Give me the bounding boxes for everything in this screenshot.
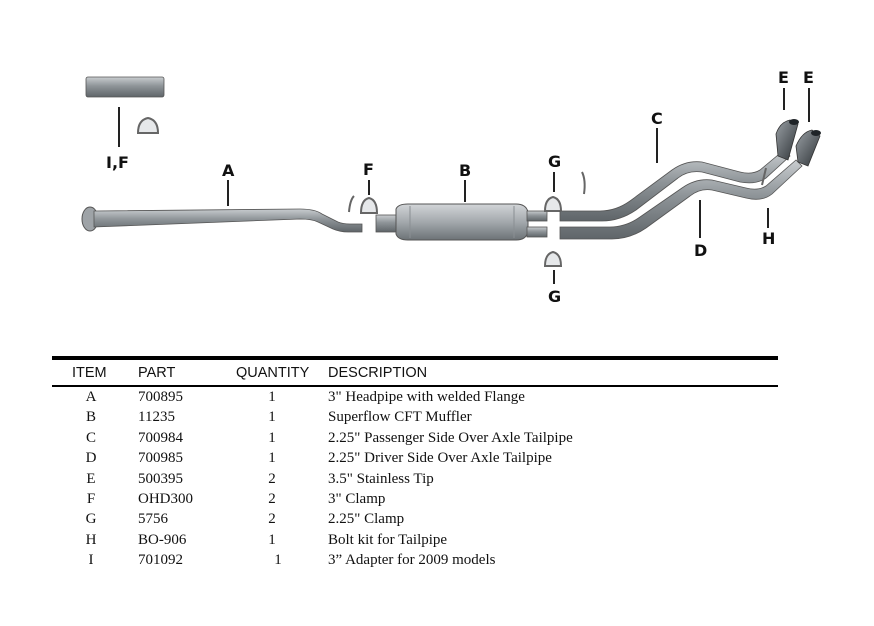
table-row: C 700984 1 2.25" Passenger Side Over Axl… — [52, 428, 778, 448]
table-row: F OHD300 2 3" Clamp — [52, 489, 778, 509]
header-part: PART — [138, 365, 176, 381]
cell-quantity: 2 — [268, 511, 276, 528]
cell-quantity: 1 — [274, 552, 282, 569]
table-row: I 701092 1 3” Adapter for 2009 models — [52, 550, 778, 570]
cell-quantity: 1 — [268, 531, 276, 548]
tailpipe-part-d — [559, 159, 803, 240]
cell-description: 3" Headpipe with welded Flange — [328, 389, 525, 405]
label-h: H — [762, 229, 775, 248]
label-d: D — [694, 241, 707, 260]
cell-part: 700895 — [138, 389, 183, 405]
label-g-bottom: G — [548, 287, 561, 306]
parts-table: ITEM PART QUANTITY DESCRIPTION A 700895 … — [52, 356, 778, 571]
cell-quantity: 1 — [268, 389, 276, 405]
cell-part: BO-906 — [138, 531, 187, 548]
adapter-pipe-part-i — [85, 76, 165, 98]
cell-item: E — [86, 470, 96, 487]
cell-quantity: 1 — [268, 450, 276, 467]
label-e2: E — [803, 68, 814, 87]
cell-quantity: 1 — [268, 409, 276, 426]
cell-item: C — [85, 429, 96, 446]
cell-part: 11235 — [138, 409, 175, 426]
label-g-top: G — [548, 152, 561, 171]
headpipe-part-a — [81, 195, 363, 233]
header-item: ITEM — [72, 365, 107, 381]
cell-description: 3" Clamp — [328, 490, 386, 507]
label-c: C — [651, 109, 663, 128]
cell-item: F — [86, 490, 96, 507]
label-b: B — [459, 161, 471, 180]
stainless-tip-part-e-2 — [795, 129, 821, 167]
table-row: A 700895 1 3" Headpipe with welded Flang… — [52, 387, 778, 407]
table-row: D 700985 1 2.25" Driver Side Over Axle T… — [52, 448, 778, 468]
cell-part: 500395 — [138, 470, 183, 487]
label-i-f: I,F — [106, 153, 129, 172]
cell-description: Superflow CFT Muffler — [328, 409, 472, 426]
cell-part: 700984 — [138, 429, 183, 446]
header-quantity: QUANTITY — [236, 365, 310, 381]
cell-item: D — [85, 450, 97, 467]
table-row: E 500395 2 3.5" Stainless Tip — [52, 469, 778, 489]
table-header-row: ITEM PART QUANTITY DESCRIPTION — [52, 360, 778, 384]
header-description: DESCRIPTION — [328, 365, 428, 381]
cell-part: 700985 — [138, 450, 183, 467]
table-row: H BO-906 1 Bolt kit for Tailpipe — [52, 530, 778, 550]
table-header-rule — [52, 385, 778, 387]
stainless-tip-part-e-1 — [775, 119, 799, 161]
cell-description: 2.25" Driver Side Over Axle Tailpipe — [328, 450, 552, 467]
cell-item: I — [88, 552, 94, 569]
cell-item: H — [85, 531, 97, 548]
cell-quantity: 2 — [268, 490, 276, 507]
cell-quantity: 1 — [268, 429, 276, 446]
cell-quantity: 2 — [268, 470, 276, 487]
exhaust-parts-diagram: I,F A F B G G C D — [81, 68, 821, 306]
cell-part: 701092 — [138, 552, 183, 569]
cell-description: Bolt kit for Tailpipe — [328, 531, 448, 548]
tailpipe-part-c — [559, 149, 791, 222]
label-e1: E — [778, 68, 789, 87]
table-row: G 5756 2 2.25" Clamp — [52, 509, 778, 529]
cell-part: 5756 — [138, 511, 168, 528]
cell-description: 3” Adapter for 2009 models — [328, 552, 496, 569]
label-f: F — [363, 160, 374, 179]
table-row: B 11235 1 Superflow CFT Muffler — [52, 407, 778, 427]
cell-item: B — [85, 409, 96, 426]
cell-part: OHD300 — [138, 490, 193, 507]
cell-item: G — [85, 511, 97, 528]
clamp-icon-part-f — [136, 116, 160, 134]
cell-item: A — [85, 389, 97, 405]
table-top-rule — [52, 356, 778, 360]
clamp-icon-part-g-bottom — [543, 250, 563, 267]
cell-description: 2.25" Passenger Side Over Axle Tailpipe — [328, 429, 573, 446]
label-a: A — [222, 161, 235, 180]
clamp-icon-part-f-inlet — [359, 196, 379, 214]
cell-description: 2.25" Clamp — [328, 511, 405, 528]
clamp-icon-part-g-top — [543, 195, 563, 212]
cell-description: 3.5" Stainless Tip — [328, 470, 434, 487]
muffler-part-b — [375, 203, 548, 241]
